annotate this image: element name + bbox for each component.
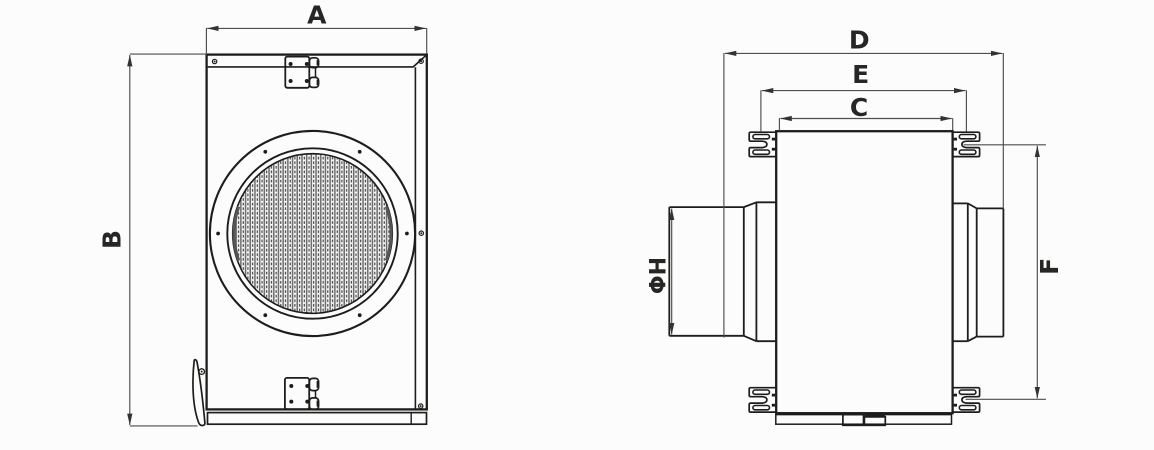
mounting-bracket bbox=[748, 131, 776, 158]
bolt bbox=[263, 149, 268, 154]
dimension-B: B bbox=[98, 53, 207, 427]
dim-label-H: ΦH bbox=[647, 257, 672, 294]
front-view-dimensions: A B bbox=[98, 1, 428, 427]
dim-label-F: F bbox=[1035, 258, 1064, 275]
dimension-C: C bbox=[778, 93, 954, 131]
spigot-taper bbox=[967, 335, 978, 342]
hinge-bolts bbox=[288, 62, 309, 83]
bolt bbox=[216, 231, 221, 236]
bottom-panel bbox=[775, 413, 953, 427]
bolt bbox=[263, 313, 268, 318]
latch-lever bbox=[192, 358, 206, 427]
bracket-slot bbox=[752, 149, 771, 156]
bolt bbox=[305, 399, 310, 404]
dimension-E: E bbox=[760, 60, 967, 132]
bottom-hinge bbox=[283, 376, 320, 411]
hinge-bolts bbox=[289, 384, 310, 404]
grille-assembly bbox=[208, 129, 417, 338]
dim-label-B: B bbox=[98, 230, 127, 249]
bracket-slot bbox=[752, 133, 771, 140]
bottom-rail bbox=[206, 411, 428, 426]
drain-block bbox=[863, 416, 887, 427]
casing-body bbox=[775, 130, 954, 415]
hinge-plate bbox=[284, 55, 311, 89]
dim-label-C: C bbox=[850, 93, 868, 122]
left-duct-spigot bbox=[668, 201, 777, 343]
bolt bbox=[357, 149, 362, 154]
screw bbox=[418, 230, 425, 237]
screw bbox=[418, 58, 424, 65]
dim-label-D: D bbox=[849, 26, 870, 55]
screw bbox=[211, 58, 218, 65]
bolt bbox=[289, 384, 294, 388]
dim-label-E: E bbox=[852, 60, 869, 89]
side-view-dimensions: D E C F ΦH bbox=[647, 26, 1064, 400]
latch-pivot bbox=[198, 368, 206, 376]
front-view bbox=[192, 53, 428, 427]
bolt bbox=[405, 231, 409, 236]
grille-mesh-edge-shade bbox=[384, 206, 393, 261]
bolt bbox=[304, 62, 309, 66]
side-view bbox=[668, 130, 1005, 427]
dimension-D: D bbox=[723, 26, 1004, 338]
latch-pivot-center bbox=[200, 370, 203, 373]
bolt bbox=[288, 79, 293, 83]
grille-mesh bbox=[231, 152, 394, 315]
mounting-bracket bbox=[748, 386, 777, 413]
grille-flange-inner bbox=[226, 147, 399, 320]
spigot-taper bbox=[967, 202, 978, 210]
screw bbox=[417, 403, 424, 409]
bolt bbox=[305, 384, 310, 388]
mounting-bracket bbox=[952, 386, 981, 413]
dim-label-A: A bbox=[307, 1, 327, 30]
spigot-taper bbox=[743, 334, 757, 343]
door-latch bbox=[192, 358, 206, 427]
bolt bbox=[357, 313, 362, 318]
grille-bolts bbox=[216, 149, 409, 318]
hinge-plate bbox=[283, 376, 311, 411]
bracket-outline bbox=[748, 131, 776, 158]
right-duct-spigot bbox=[952, 202, 1005, 343]
bolt bbox=[288, 62, 293, 66]
dimension-H: ΦH bbox=[647, 208, 675, 335]
bracket-welds bbox=[771, 137, 776, 151]
grille-mesh-edge-shade bbox=[232, 206, 241, 261]
grille-flange-outer bbox=[208, 129, 417, 338]
bolt bbox=[304, 79, 309, 83]
top-hinge bbox=[284, 55, 320, 89]
drain-block bbox=[842, 413, 865, 427]
dimension-A: A bbox=[205, 1, 428, 54]
dimension-F: F bbox=[963, 144, 1064, 400]
panel-screws bbox=[211, 58, 425, 409]
bolt bbox=[289, 399, 294, 404]
spigot-taper bbox=[743, 201, 757, 208]
